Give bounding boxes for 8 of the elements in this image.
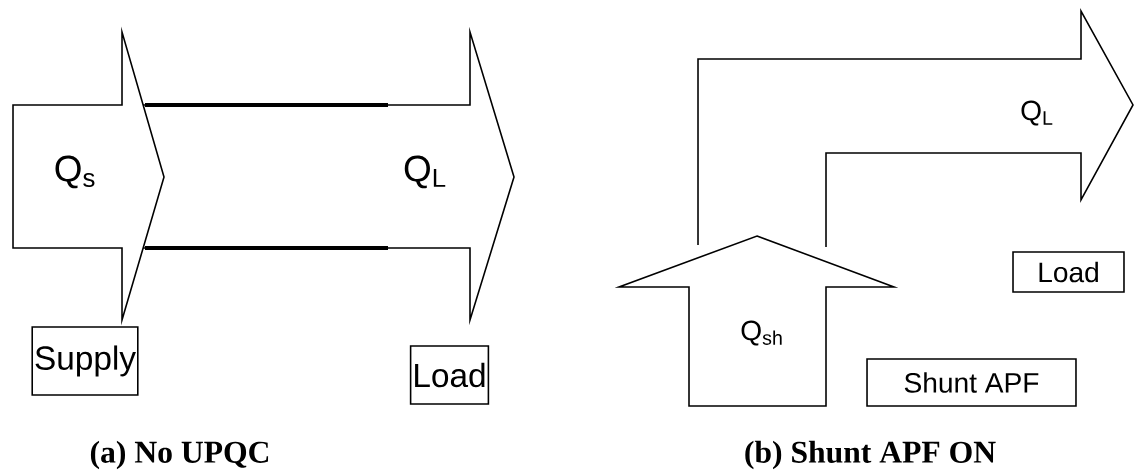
flow-band: Q$_{L}$ [139, 26, 515, 326]
label-box: Load [409, 345, 490, 405]
flow-band: Q$_{L}$ [697, 7, 1134, 248]
label-box: Shunt APF [866, 358, 1077, 407]
label-box: Load [1012, 251, 1125, 293]
caption: (a) No UPQC [90, 440, 269, 470]
label-box: Supply [31, 326, 139, 396]
caption: (b) Shunt APF ON [745, 440, 996, 470]
